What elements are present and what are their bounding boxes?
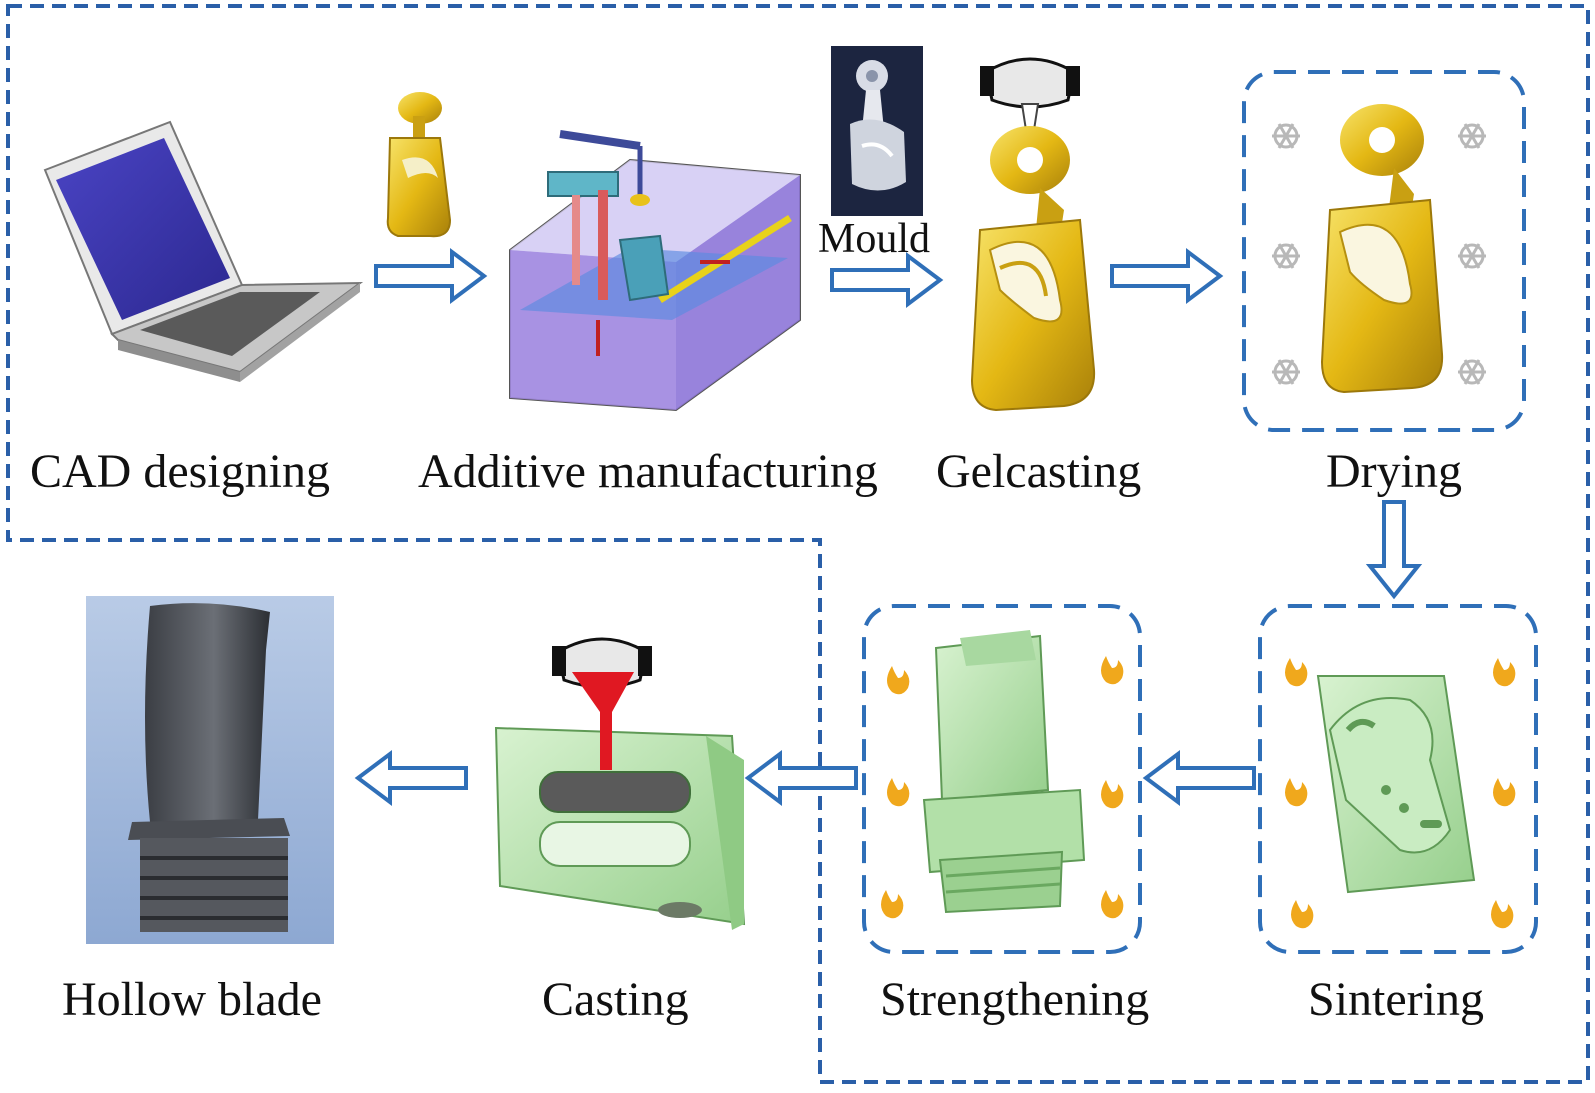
label-hollow-blade: Hollow blade <box>62 973 322 1026</box>
arrow-gelcasting-to-drying <box>1110 248 1224 304</box>
arrow-cad-to-am <box>374 248 488 304</box>
drying-part-icon <box>1320 104 1444 394</box>
arrow-casting-to-blade <box>354 750 468 806</box>
strengthening-box <box>862 604 1142 954</box>
mould-photo <box>831 46 923 216</box>
snowflake-icon <box>1272 123 1486 385</box>
am-machine-icon <box>509 130 801 412</box>
gelcasting-part-icon <box>970 57 1096 412</box>
cad-part-icon <box>386 92 452 238</box>
arrow-drying-to-sintering <box>1365 500 1423 600</box>
hollow-blade-photo <box>86 596 334 944</box>
label-strengthening: Strengthening <box>880 973 1150 1026</box>
label-sintering: Sintering <box>1308 973 1484 1026</box>
sintering-part-icon <box>1316 675 1476 894</box>
strengthening-part-icon <box>922 630 1086 914</box>
arrow-am-to-gelcasting <box>830 252 944 308</box>
label-drying: Drying <box>1326 445 1462 498</box>
process-frame <box>6 4 1590 1084</box>
arrow-sintering-to-strengthening <box>1142 750 1256 806</box>
label-casting: Casting <box>542 973 689 1026</box>
label-mould: Mould <box>818 216 931 262</box>
laptop-icon <box>43 120 364 382</box>
label-cad-designing: CAD designing <box>30 445 330 498</box>
drying-box <box>1242 70 1526 432</box>
label-additive-manufacturing: Additive manufacturing <box>418 445 878 498</box>
arrow-strengthening-to-casting <box>744 750 858 806</box>
casting-part-icon <box>494 637 746 930</box>
sintering-box <box>1258 604 1538 954</box>
label-gelcasting: Gelcasting <box>936 445 1142 498</box>
flame-icon <box>881 656 1516 929</box>
